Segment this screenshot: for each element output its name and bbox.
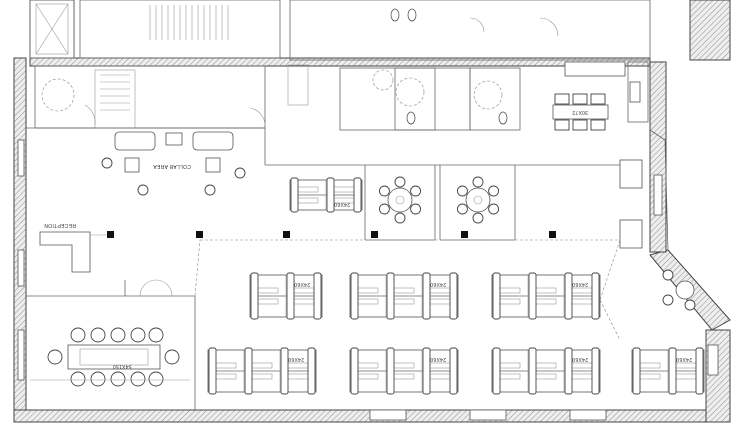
table-label-kitchen: 30X72	[572, 109, 588, 115]
workstation-label: 24X60	[676, 356, 692, 362]
chair	[572, 93, 588, 105]
reception-desk: RECEPTION	[39, 222, 107, 273]
table-label-conference: 54X150	[112, 363, 131, 369]
workstation-cluster: 24X60	[631, 347, 705, 395]
chair	[488, 185, 500, 197]
chair	[164, 349, 180, 365]
interior-partitions	[26, 127, 669, 410]
chair	[668, 347, 677, 395]
workstation-cluster: 24X60	[289, 177, 363, 213]
workstation-cluster: 24X60	[491, 272, 601, 320]
kitchen-table: 30X72	[552, 93, 609, 131]
chair	[554, 119, 570, 131]
round-table-room-1	[378, 176, 422, 224]
workstation-label: 24X60	[572, 356, 588, 362]
lounge-round-table	[662, 269, 696, 311]
workstation-cluster: 24X60	[207, 347, 317, 395]
chair	[564, 272, 573, 320]
chair	[449, 272, 458, 320]
chair	[472, 176, 484, 188]
chair	[590, 93, 606, 105]
chair	[564, 347, 573, 395]
structural-columns	[107, 231, 556, 238]
chair	[280, 347, 289, 395]
workstation-label: 24X60	[288, 356, 304, 362]
workstation-label: 24X60	[294, 281, 310, 287]
chair	[386, 272, 395, 320]
chair	[572, 119, 588, 131]
chair	[492, 272, 501, 320]
room-label-collab-area: COLLAB AREA	[153, 163, 191, 169]
chair	[70, 327, 86, 343]
chair	[394, 212, 406, 224]
chair	[350, 347, 359, 395]
chair	[488, 203, 500, 215]
chair	[449, 347, 458, 395]
chair	[554, 93, 570, 105]
exterior-walls	[13, 0, 731, 423]
chair	[148, 327, 164, 343]
chair	[110, 371, 126, 387]
chair	[110, 327, 126, 343]
chair	[378, 185, 390, 197]
workstation-label: 24X60	[430, 356, 446, 362]
chair	[290, 177, 299, 213]
workstation-label: 24X60	[572, 281, 588, 287]
chair	[313, 272, 322, 320]
workstation-cluster: 24X60	[491, 347, 601, 395]
chair	[394, 176, 406, 188]
chair	[410, 185, 422, 197]
chair	[90, 371, 106, 387]
chair	[353, 177, 362, 213]
chair	[250, 272, 259, 320]
chair	[244, 347, 253, 395]
chair	[90, 327, 106, 343]
chair	[492, 347, 501, 395]
chair	[47, 349, 63, 365]
chair	[422, 272, 431, 320]
chair	[410, 203, 422, 215]
chair	[130, 371, 146, 387]
chair	[632, 347, 641, 395]
chair	[472, 212, 484, 224]
round-table-room-2	[456, 176, 500, 224]
workstation-label: 24X60	[430, 281, 446, 287]
chair	[422, 347, 431, 395]
windows	[17, 139, 719, 421]
chair	[591, 347, 600, 395]
workstation-label: 24X60	[334, 201, 350, 207]
chair	[386, 347, 395, 395]
conference-table: 54X150	[30, 327, 190, 387]
chair	[70, 371, 86, 387]
chair	[695, 347, 704, 395]
chair	[350, 272, 359, 320]
collab-area: COLLAB AREA	[101, 131, 246, 196]
chair	[148, 371, 164, 387]
chair	[456, 185, 468, 197]
chair	[378, 203, 390, 215]
chair	[528, 347, 537, 395]
service-core	[34, 0, 651, 131]
chair	[528, 272, 537, 320]
workstation-cluster: 24X60	[249, 272, 323, 320]
chair	[307, 347, 316, 395]
chair	[591, 272, 600, 320]
chair	[208, 347, 217, 395]
workstations: 24X60 24X60 24X60 24X60 24X60 24X60 24X60 24X60	[207, 177, 705, 395]
chair	[130, 327, 146, 343]
chair	[590, 119, 606, 131]
workstation-cluster: 24X60	[349, 272, 459, 320]
workstation-cluster: 24X60	[349, 347, 459, 395]
room-label-reception: RECEPTION	[44, 222, 76, 228]
chair	[456, 203, 468, 215]
chair	[326, 177, 335, 213]
chair	[286, 272, 295, 320]
